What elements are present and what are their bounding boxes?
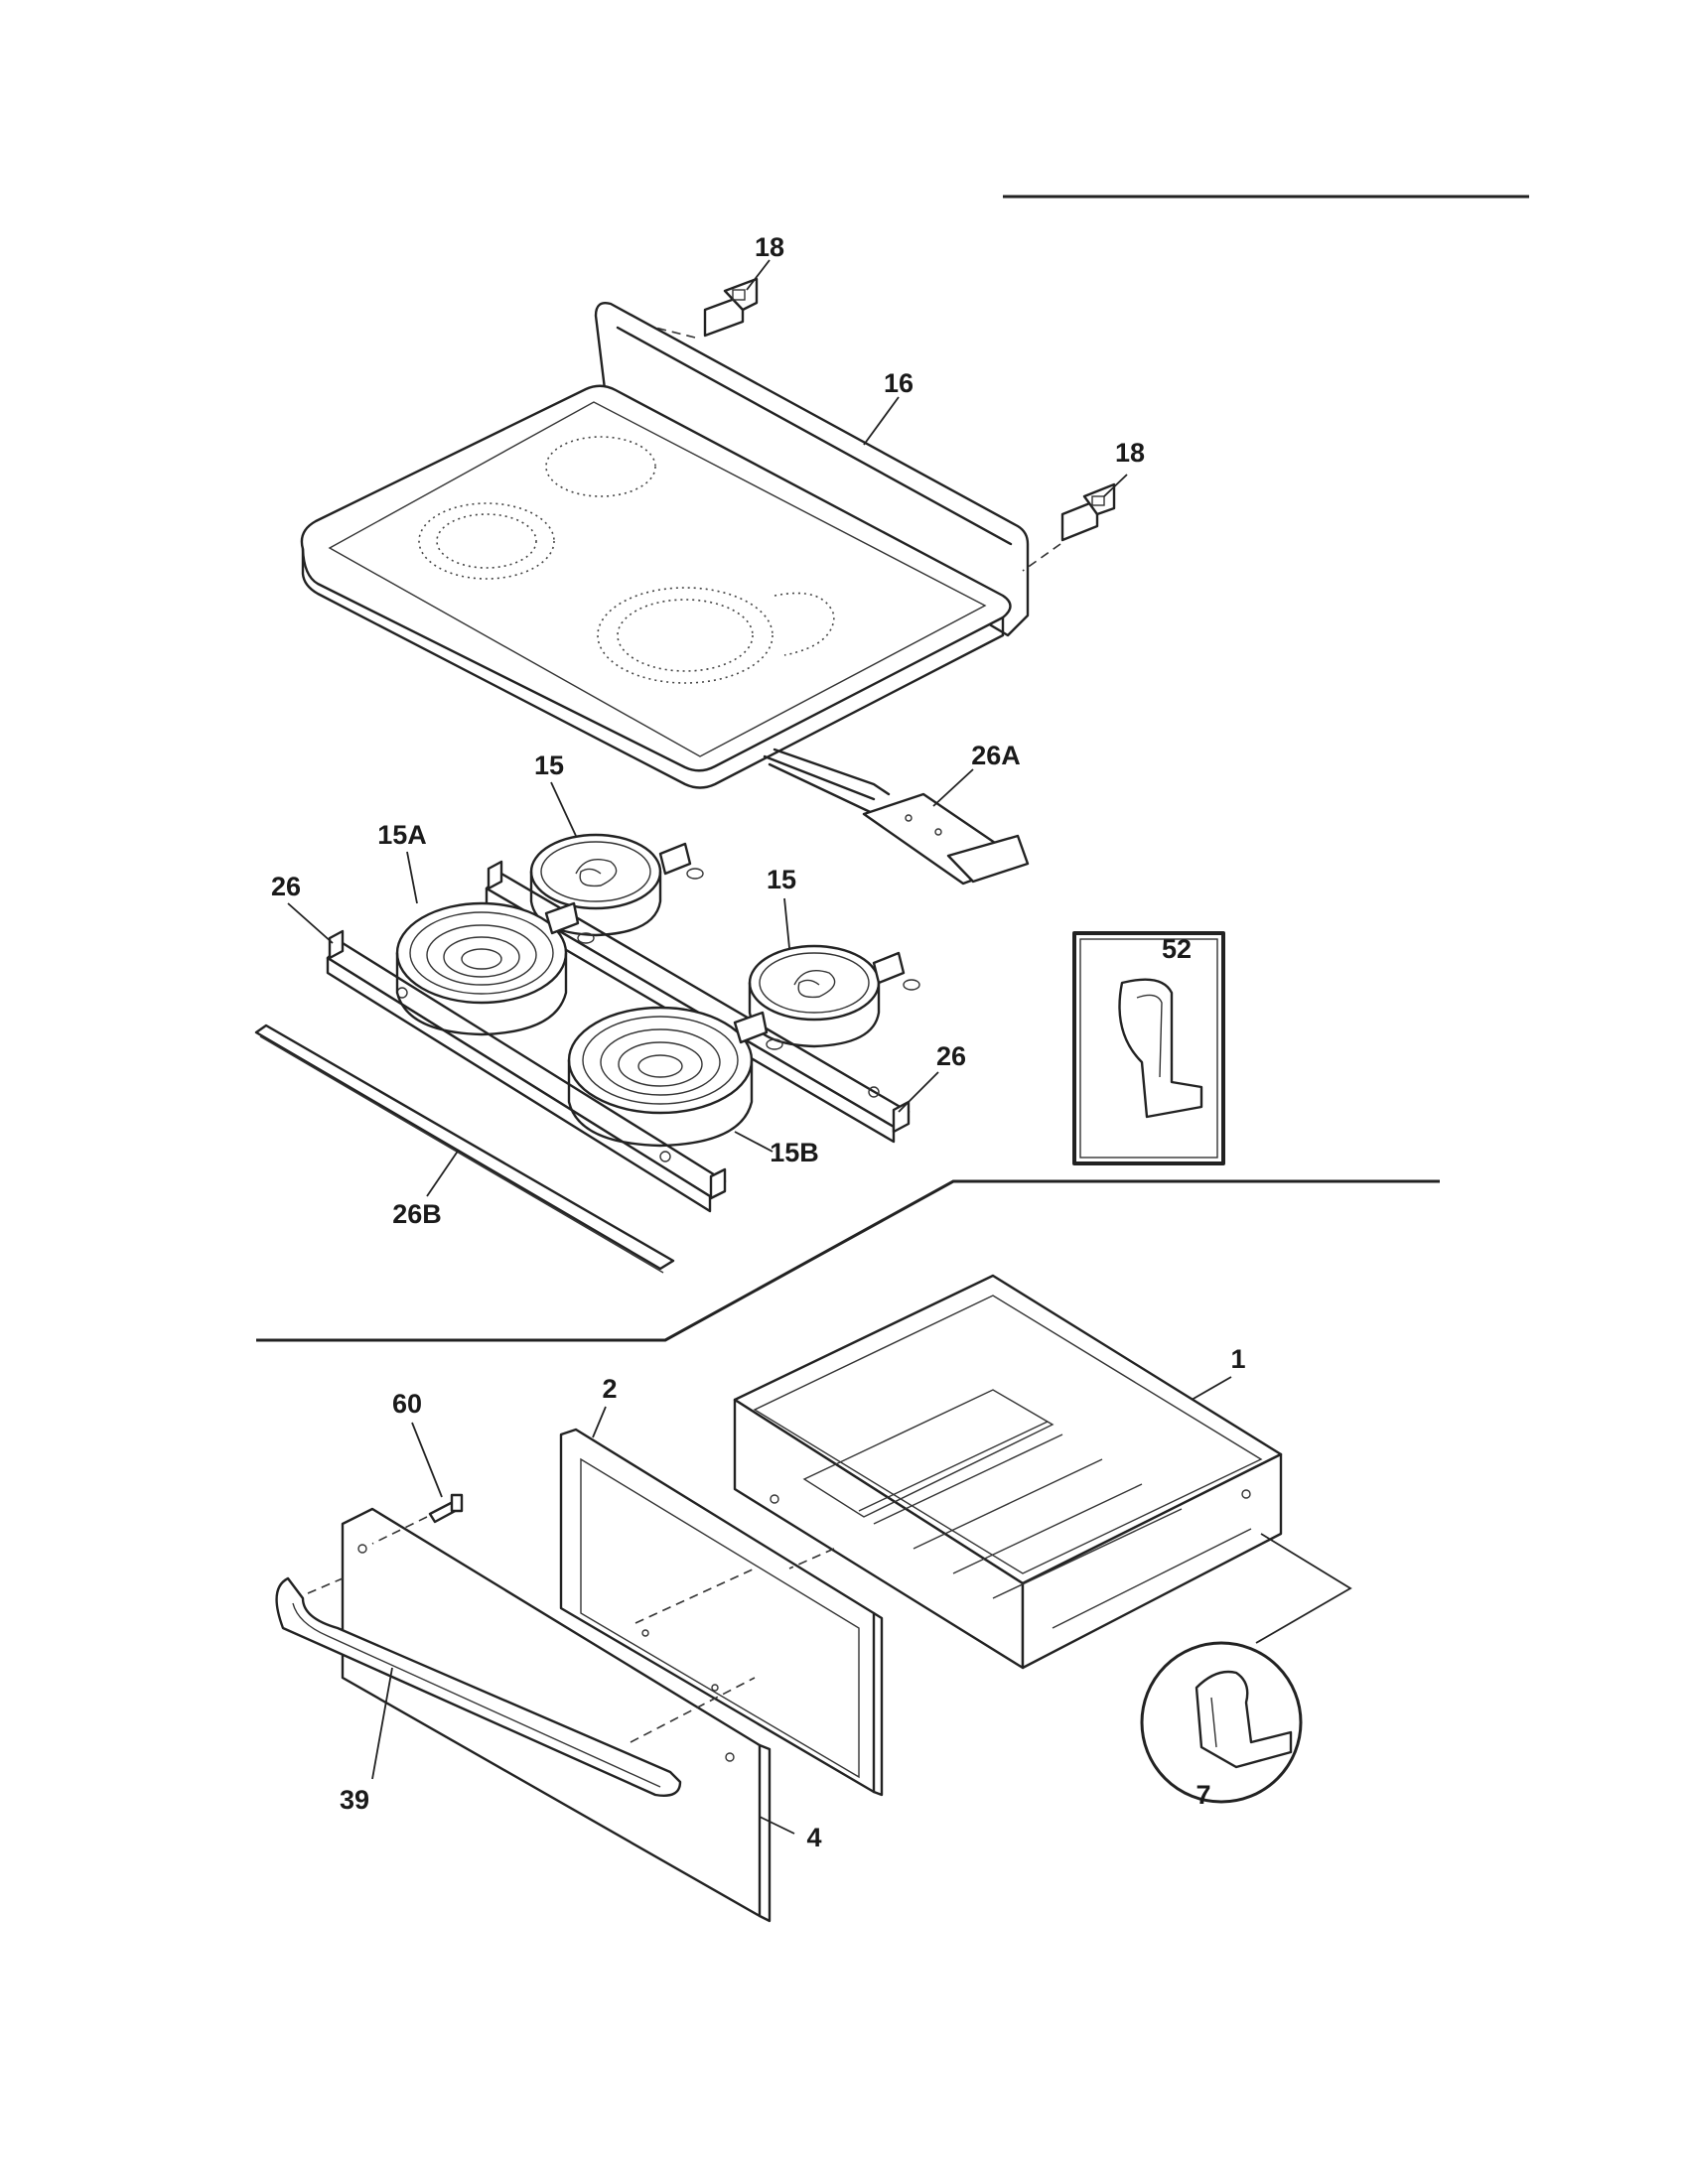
cooktop-burner-outline-rear (545, 436, 656, 497)
cooktop-burner-outline-left (418, 502, 555, 580)
drawer-slide-bracket-7-icon (1195, 1670, 1293, 1769)
cooktop-glass-top (300, 302, 1030, 789)
radiant-element-15-front (748, 944, 920, 1048)
part-label-15b: 15B (770, 1138, 819, 1167)
part-label-15-front: 15 (767, 865, 796, 894)
part-label-52: 52 (1162, 934, 1192, 964)
part-label-16: 16 (884, 368, 914, 398)
clip-18-top (654, 277, 759, 339)
front-trim-strip-26b (254, 1024, 675, 1274)
part-label-39: 39 (340, 1785, 369, 1815)
part-label-60: 60 (392, 1389, 422, 1419)
section-divider (256, 1179, 1440, 1342)
part-label-7: 7 (1196, 1780, 1210, 1810)
detail-circle-7 (1140, 1533, 1352, 1804)
part-label-1: 1 (1230, 1344, 1245, 1374)
part-label-18-top: 18 (755, 232, 784, 262)
part-label-15a: 15A (377, 820, 427, 850)
part-label-4: 4 (806, 1823, 821, 1852)
part-label-2: 2 (602, 1374, 617, 1404)
clip-18-side (1022, 482, 1116, 572)
part-label-26b: 26B (392, 1199, 442, 1229)
cooktop-burner-outline-front (597, 587, 774, 684)
leader-lines (287, 259, 1232, 1835)
element-support-bracket-left (326, 929, 727, 1213)
part-label-18-side: 18 (1115, 438, 1145, 468)
part-label-26-right: 26 (936, 1041, 966, 1071)
wiring-harness-26a (763, 748, 1030, 886)
storage-drawer-body (733, 1274, 1283, 1670)
part-label-15-rear: 15 (534, 751, 564, 780)
screw-60 (428, 1493, 464, 1524)
part-label-26a: 26A (971, 741, 1021, 770)
radiant-element-15a (395, 901, 595, 1036)
part-label-26-left: 26 (271, 872, 301, 901)
inset-box-52 (1072, 931, 1225, 1165)
drawer-inner-panel-2 (559, 1428, 884, 1797)
radiant-element-15b (567, 1006, 783, 1148)
drawer-handle-39 (275, 1576, 682, 1797)
radiant-element-15-rear (529, 833, 704, 937)
